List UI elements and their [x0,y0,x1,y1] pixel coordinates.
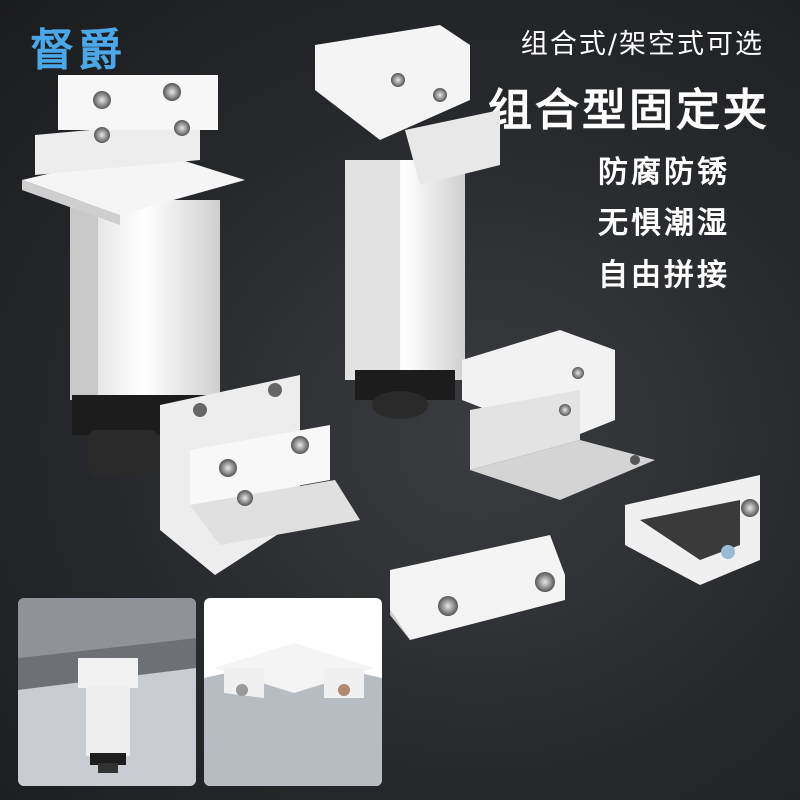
tall-leg-middle [315,25,500,419]
u-clip-small [625,475,760,585]
brand-logo: 督爵 [30,25,126,76]
u-clip-flat [390,535,565,640]
corner-bracket-large [160,375,360,575]
tall-leg-left [22,75,245,475]
inset-photo-corner-clip [204,598,382,786]
feature-1: 防腐防锈 [598,155,730,190]
inset-photo-installed-leg [18,598,196,786]
product-headline: 组合型固定夹 [488,85,770,136]
feature-3: 自由拼接 [598,258,730,293]
feature-2: 无惧潮湿 [598,206,730,241]
corner-bracket-stacked [462,330,655,500]
option-subtitle: 组合式/架空式可选 [520,29,764,60]
